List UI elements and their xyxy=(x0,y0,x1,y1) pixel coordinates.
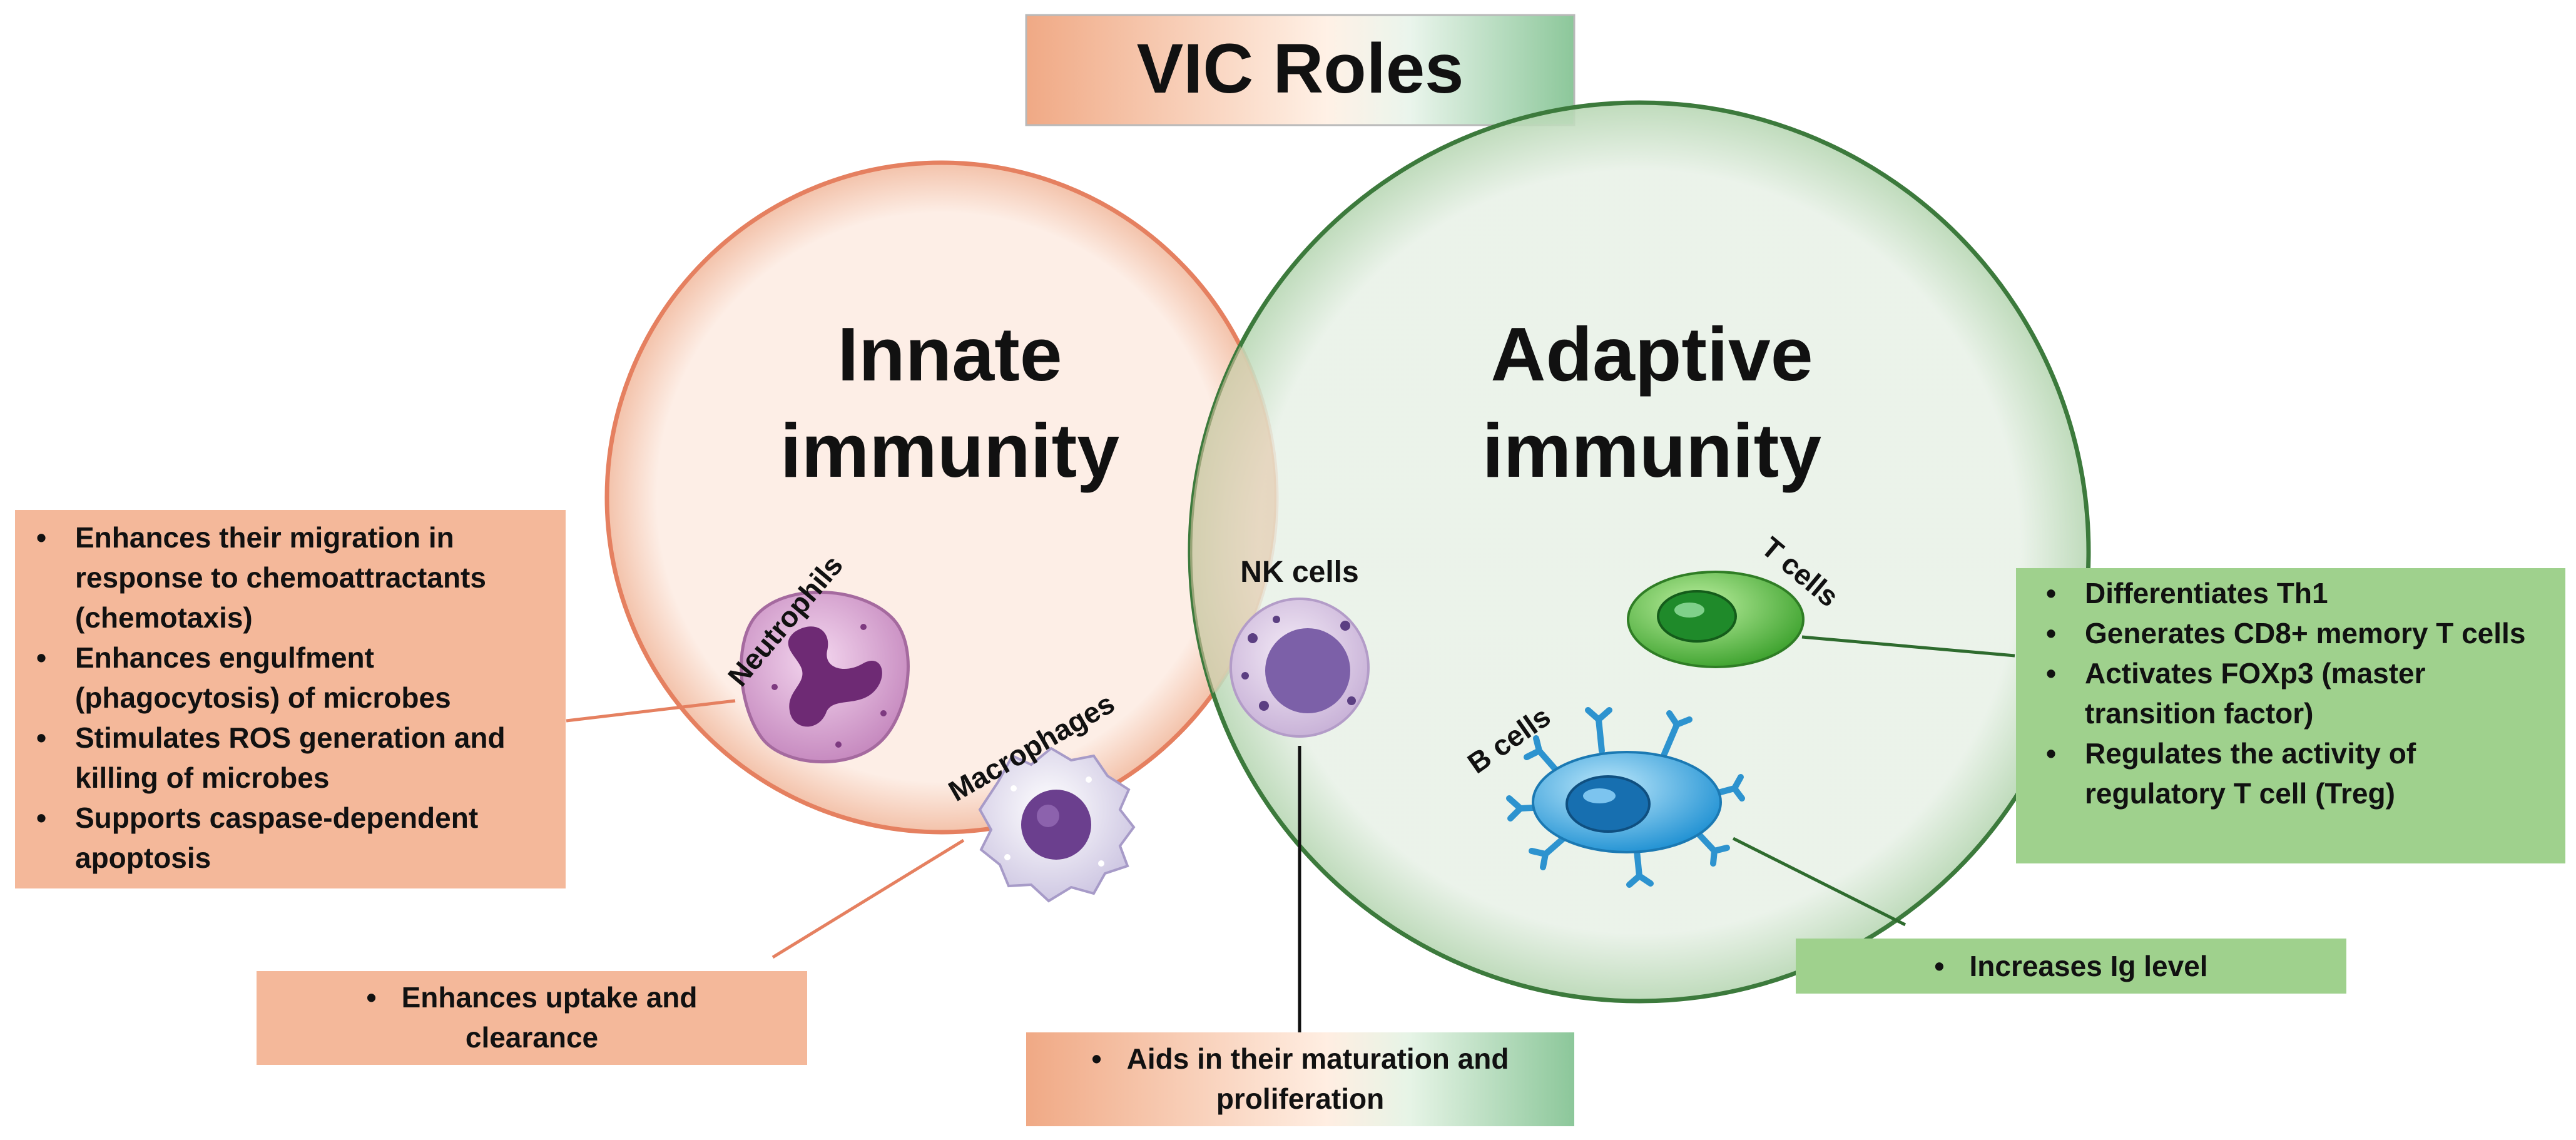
list-item: Enhances their migration in response to … xyxy=(25,517,556,638)
adaptive-title-line2: immunity xyxy=(1482,408,1821,493)
list-item: Aids in their maturation and proliferati… xyxy=(1045,1039,1555,1119)
title-box xyxy=(1025,14,1576,126)
list-item: Generates CD8+ memory T cells xyxy=(2035,613,2559,653)
b-cell-body xyxy=(1532,751,1722,853)
innate-circle xyxy=(604,160,1279,835)
connector-t-cells xyxy=(1801,635,2015,658)
neutrophil-icon xyxy=(740,590,910,764)
nk-cells-label: NK cells xyxy=(1240,556,1358,589)
innate-title-line2: immunity xyxy=(780,408,1119,493)
innate-title-line1: Innate xyxy=(837,312,1062,397)
t-cell-icon xyxy=(1627,571,1805,668)
nk-functions-list: Aids in their maturation and proliferati… xyxy=(1045,1039,1555,1119)
adaptive-title-line1: Adaptive xyxy=(1490,312,1813,397)
list-item: Differentiates Th1 xyxy=(2035,573,2559,613)
macrophage-icon xyxy=(978,746,1136,903)
list-item: Stimulates ROS generation and killing of… xyxy=(25,718,556,798)
list-item: Regulates the activity of regulatory T c… xyxy=(2035,733,2559,813)
list-item: Supports caspase-dependent apoptosis xyxy=(25,798,556,878)
b-cells-functions-list: Increases Ig level xyxy=(1808,946,2334,986)
macrophages-functions-list: Enhances uptake and clearance xyxy=(313,977,751,1057)
list-item: Enhances uptake and clearance xyxy=(313,977,751,1057)
nk-functions-box: Aids in their maturation and proliferati… xyxy=(1026,1032,1574,1126)
neutrophils-functions-box: Enhances their migration in response to … xyxy=(15,510,566,888)
neutrophils-functions-list: Enhances their migration in response to … xyxy=(25,517,556,878)
page-title: VIC Roles xyxy=(1137,29,1464,108)
macrophages-functions-box: Enhances uptake and clearance xyxy=(257,971,807,1065)
list-item: Activates FOXp3 (master transition facto… xyxy=(2035,653,2559,733)
list-item: Increases Ig level xyxy=(1808,946,2334,986)
list-item: Enhances engulfment (phagocytosis) of mi… xyxy=(25,638,556,718)
b-cells-functions-box: Increases Ig level xyxy=(1796,939,2346,994)
connector-neutrophils xyxy=(566,699,736,723)
connector-macrophages xyxy=(771,838,965,959)
t-cells-functions-list: Differentiates Th1 Generates CD8+ memory… xyxy=(2035,573,2559,813)
t-cells-functions-box: Differentiates Th1 Generates CD8+ memory… xyxy=(2016,568,2565,863)
nk-cell-icon xyxy=(1229,598,1370,738)
connector-b-cells xyxy=(1732,837,1907,927)
